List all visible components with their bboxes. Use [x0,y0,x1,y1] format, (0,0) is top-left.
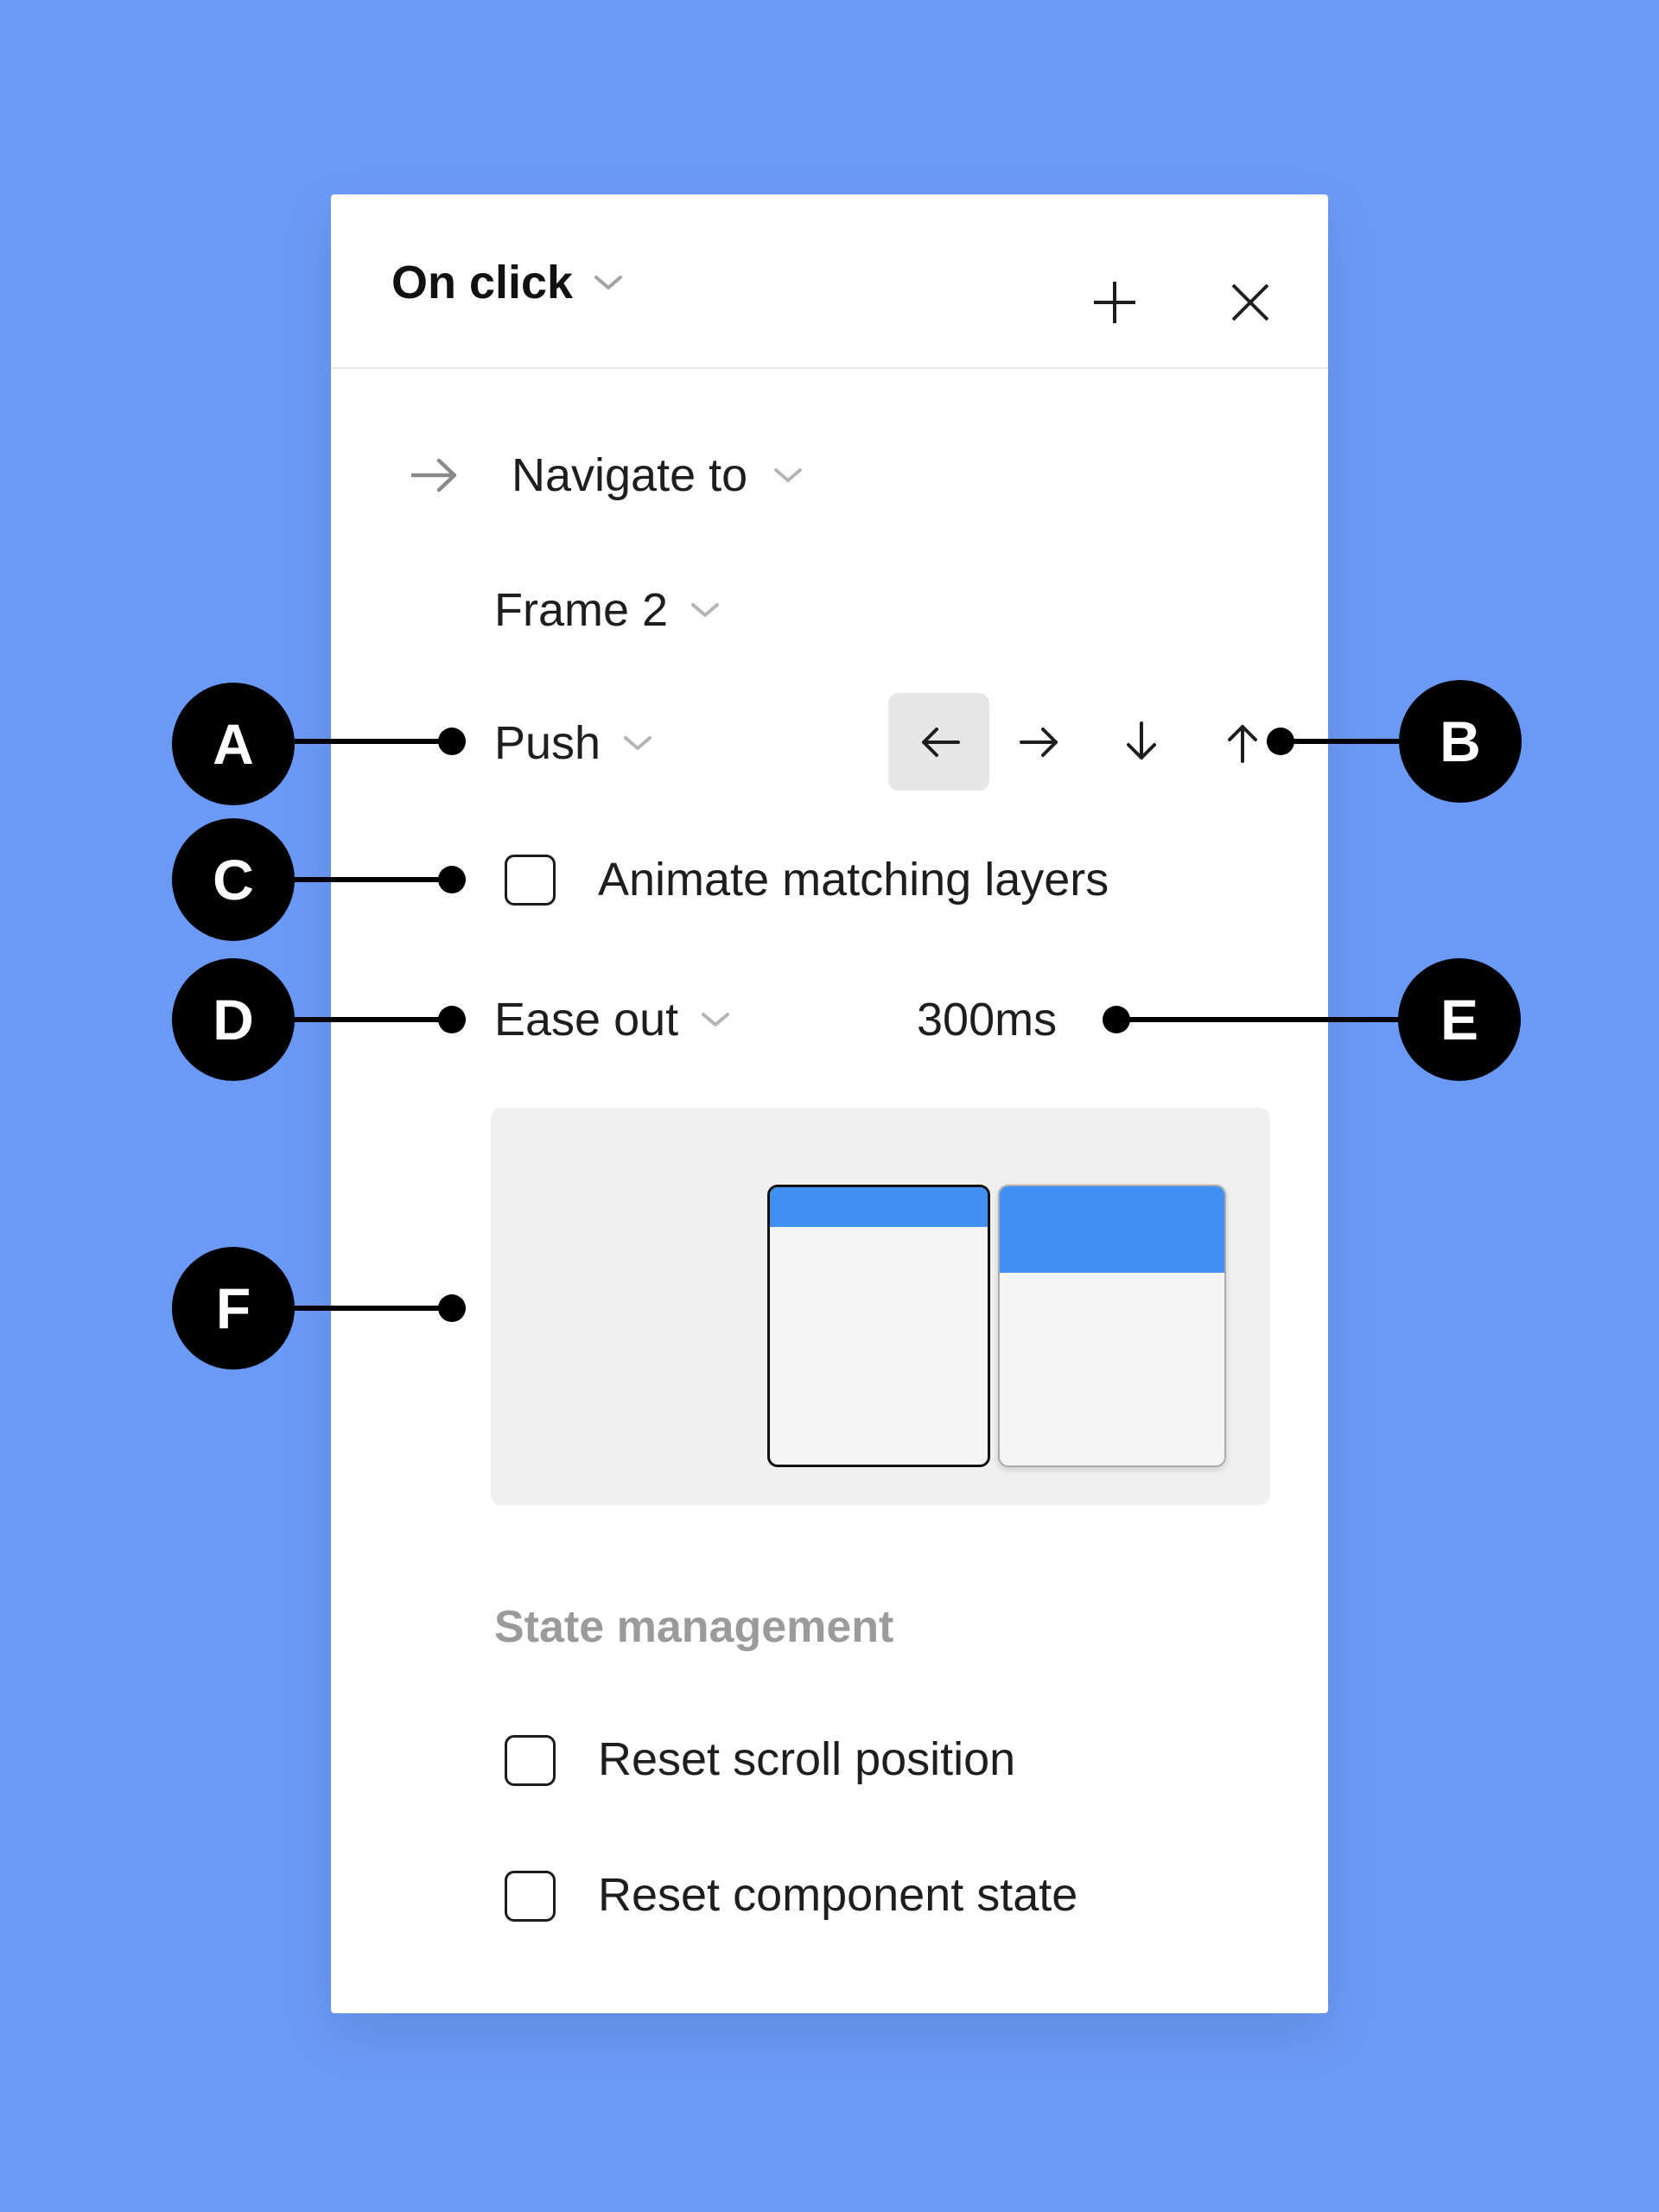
direction-left-button[interactable] [888,693,989,791]
interaction-details-panel: On click Navigate to Frame 2 [331,194,1328,2013]
annotation-c-line [295,877,452,882]
annotation-a-marker: A [172,683,295,805]
direction-button-group [888,693,1293,791]
annotation-f-line [295,1306,452,1311]
annotation-b-dot [1267,728,1294,755]
destination-dropdown[interactable]: Frame 2 [494,584,720,636]
reset-scroll-position-label: Reset scroll position [598,1733,1016,1785]
annotation-c-dot [438,866,466,893]
chevron-down-icon [690,601,720,620]
reset-component-state-label: Reset component state [598,1869,1078,1921]
reset-component-state-checkbox[interactable] [505,1871,556,1922]
animate-matching-layers-label: Animate matching layers [598,854,1109,906]
preview-destination-frame [998,1185,1226,1467]
annotation-a-line [295,739,452,744]
add-interaction-button[interactable] [1090,277,1140,327]
animation-label: Push [494,717,601,769]
annotation-b-line [1281,739,1401,744]
destination-label: Frame 2 [494,584,669,636]
arrow-left-icon [915,718,963,766]
annotation-d-marker: D [172,958,295,1081]
trigger-dropdown[interactable]: On click [391,257,623,308]
navigate-arrow-icon [408,455,461,495]
annotation-d-line [295,1017,452,1022]
annotation-a-dot [438,728,466,755]
chevron-down-icon [623,734,652,753]
annotation-e-line [1116,1017,1400,1022]
reset-scroll-position-checkbox[interactable] [505,1735,556,1786]
chevron-down-icon [701,1010,730,1029]
header-divider [331,367,1328,369]
state-management-title: State management [494,1602,894,1652]
action-dropdown[interactable]: Navigate to [408,449,803,501]
animation-preview [491,1108,1270,1505]
close-icon [1228,280,1273,325]
annotation-d-dot [438,1006,466,1033]
direction-down-button[interactable] [1090,693,1192,791]
annotation-f-dot [438,1294,466,1322]
preview-destination-frame-header [1000,1186,1224,1273]
easing-dropdown[interactable]: Ease out [494,994,730,1046]
annotation-b-marker: B [1399,680,1522,803]
direction-right-button[interactable] [989,693,1090,791]
chevron-down-icon [594,273,623,292]
close-panel-button[interactable] [1225,277,1275,327]
annotation-e-dot [1103,1006,1130,1033]
preview-current-frame [767,1185,990,1467]
plus-icon [1090,278,1139,327]
animate-matching-layers-checkbox[interactable] [505,855,556,906]
duration-field[interactable]: 300ms [917,994,1058,1046]
easing-label: Ease out [494,994,679,1046]
action-label: Navigate to [512,449,748,501]
annotation-c-marker: C [172,818,295,941]
arrow-right-icon [1016,718,1065,766]
chevron-down-icon [773,466,803,485]
animation-dropdown[interactable]: Push [494,717,652,769]
preview-current-frame-header [770,1187,988,1227]
arrow-down-icon [1117,718,1166,766]
annotation-f-marker: F [172,1247,295,1370]
arrow-up-icon [1218,718,1267,766]
annotation-e-marker: E [1398,958,1521,1081]
trigger-label: On click [391,257,574,308]
direction-up-button[interactable] [1192,693,1293,791]
